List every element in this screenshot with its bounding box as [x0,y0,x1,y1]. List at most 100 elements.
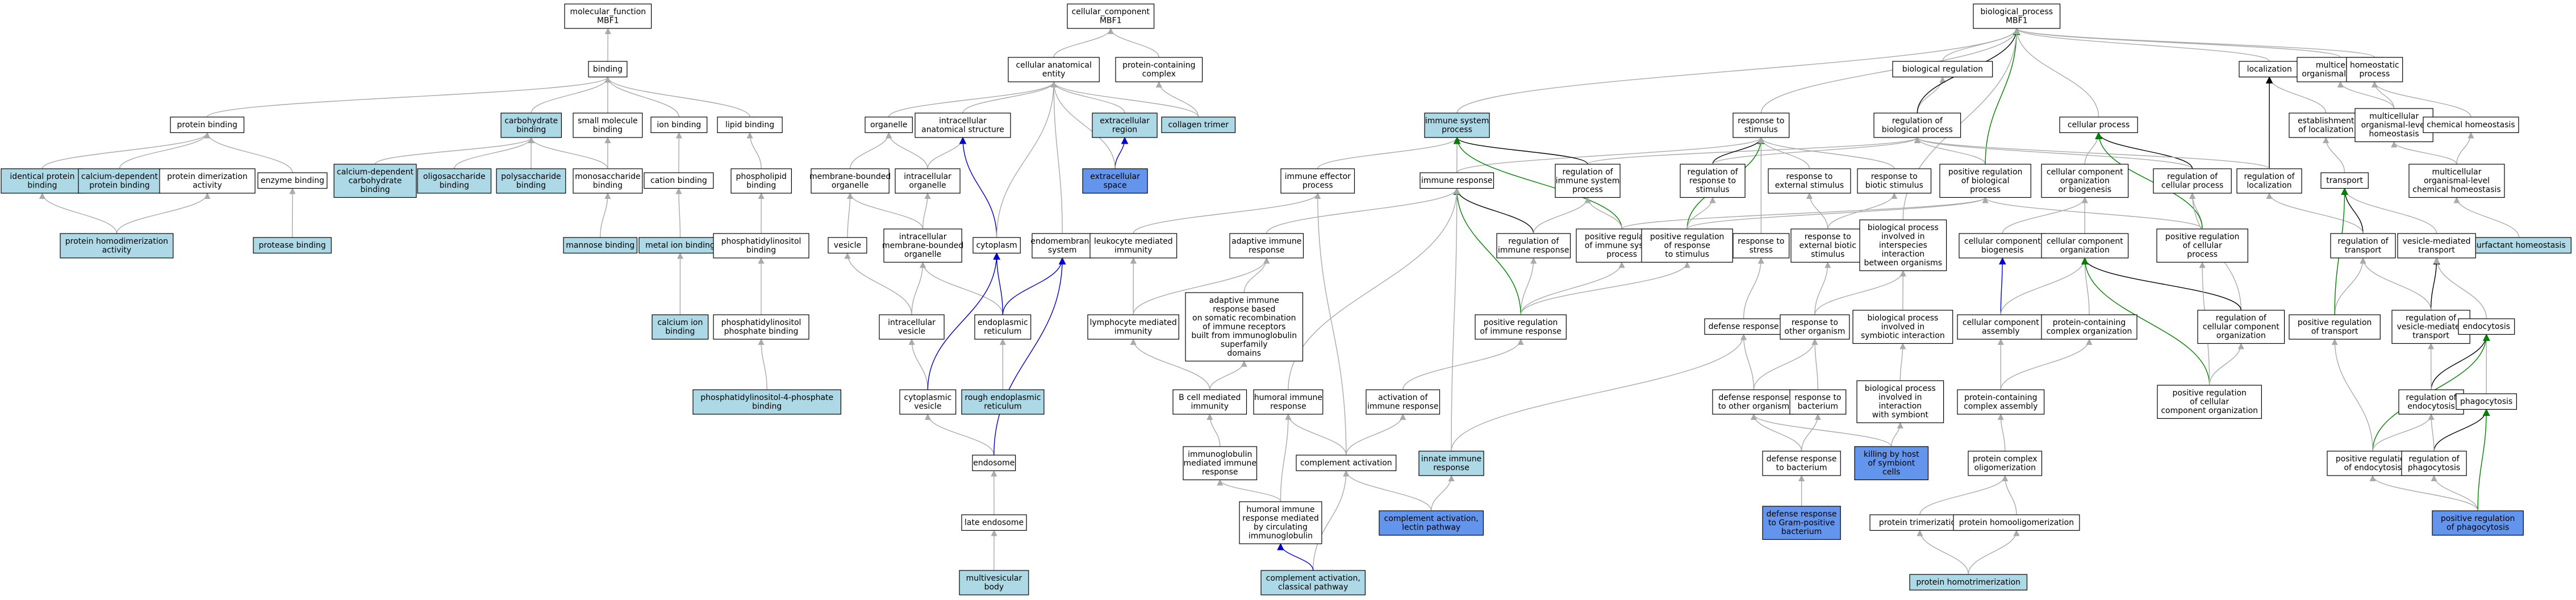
go-term-endosome[interactable]: endosome [972,455,1016,472]
go-term-organelle[interactable]: organelle [865,116,913,134]
go-term-cytoplasm[interactable]: cytoplasm [972,237,1021,254]
go-term-protease-binding[interactable]: protease binding [253,237,332,254]
go-term-complement-act[interactable]: complement activation [1296,455,1397,472]
go-term-metal-ion[interactable]: metal ion binding [638,237,722,254]
go-term-localization[interactable]: localization [2239,61,2301,78]
go-term-endocytosis[interactable]: endocytosis [2458,318,2515,335]
go-term-phagocytosis[interactable]: phagocytosis [2456,393,2517,410]
go-term-mannose[interactable]: mannose binding [563,237,638,254]
go-term-protein-homoolig[interactable]: protein homooligomerization [1953,514,2080,531]
go-term-chem-homeo[interactable]: chemical homeostasis [2423,116,2519,134]
go-term-protein-homotrimer[interactable]: protein homotrimerization [1909,574,2028,591]
go-term-cation-binding[interactable]: cation binding [644,172,714,189]
go-term-defense-resp[interactable]: defense response [1704,318,1783,335]
go-term-biol-reg[interactable]: biological regulation [1892,61,1993,78]
go-term-lipid-binding[interactable]: lipid binding [717,116,783,134]
go-term-enzyme-binding[interactable]: enzyme binding [257,172,328,189]
go-term-transport[interactable]: transport [2320,172,2369,189]
go-term-immune-response[interactable]: immune response [1419,172,1494,189]
go-term-binding[interactable]: binding [588,61,628,78]
go-term-ion-binding[interactable]: ion binding [650,116,708,134]
go-term-complement-classical[interactable]: complement activation,classical pathway [1260,570,1366,595]
go-term-late-endosome[interactable]: late endosome [961,514,1027,531]
go-term-complement-lectin[interactable]: complement activation,lectin pathway [1379,510,1484,536]
go-term-vesicle[interactable]: vesicle [828,237,867,254]
go-term-cellular-process[interactable]: cellular process [2059,116,2138,134]
